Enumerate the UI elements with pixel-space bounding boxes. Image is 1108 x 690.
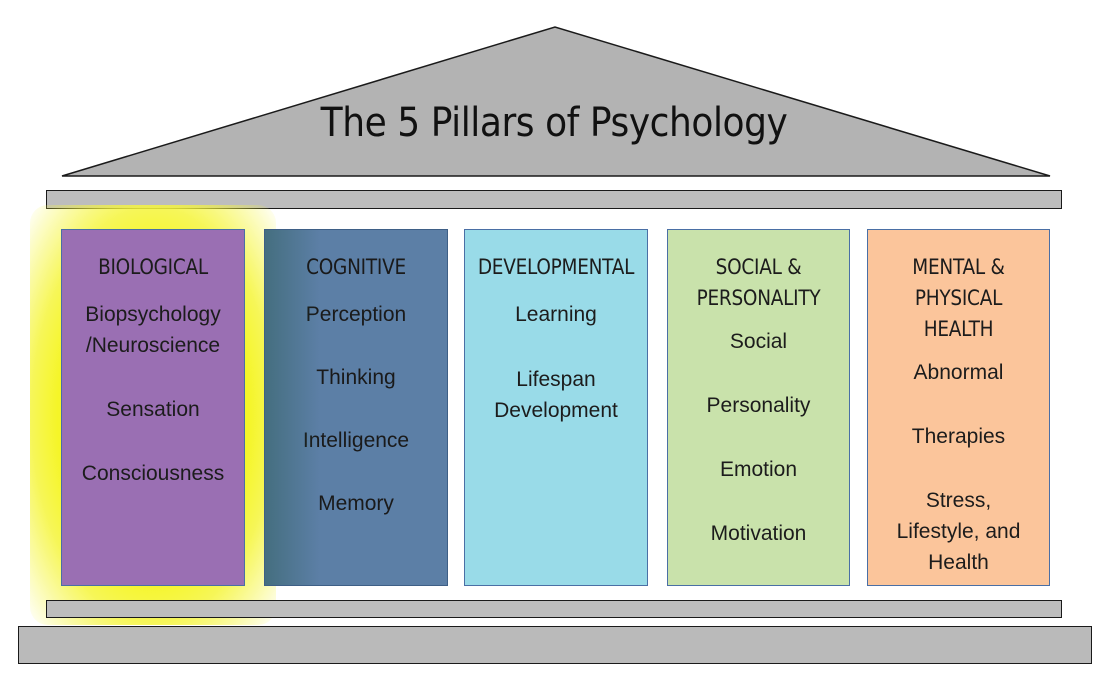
- roof: [61, 26, 1051, 177]
- pillar-item: Abnormal: [913, 361, 1004, 384]
- top-beam: [46, 190, 1062, 209]
- pillar-social-personality: SOCIAL & PERSONALITY Social Personality …: [667, 229, 850, 586]
- pillar-item: Thinking: [316, 366, 396, 389]
- pillar-item: Learning: [515, 303, 597, 326]
- pillar-item: Stress, Lifestyle, and Health: [896, 489, 1021, 574]
- pillar-item: Sensation: [106, 398, 200, 421]
- pillar-item: Therapies: [911, 425, 1006, 448]
- pillar-cognitive: COGNITIVE Perception Thinking Intelligen…: [264, 229, 448, 586]
- pillar-biological: BIOLOGICAL Biopsychology /Neuroscience S…: [61, 229, 245, 586]
- pillar-item: Consciousness: [81, 462, 225, 485]
- pillar-item: Lifespan Development: [494, 368, 618, 422]
- pillar-item: Perception: [305, 303, 407, 326]
- pillar-developmental: DEVELOPMENTAL Learning Lifespan Developm…: [464, 229, 648, 586]
- bottom-beam: [46, 600, 1062, 618]
- pillar-heading: COGNITIVE: [306, 255, 406, 279]
- pillar-item: Emotion: [719, 458, 798, 481]
- diagram-title: The 5 Pillars of Psychology: [320, 100, 788, 146]
- pillar-heading: DEVELOPMENTAL: [477, 255, 635, 279]
- pillar-item: Memory: [318, 492, 394, 515]
- pillar-item: Intelligence: [302, 429, 410, 452]
- pillar-heading: SOCIAL & PERSONALITY: [696, 255, 821, 310]
- pillar-heading: MENTAL & PHYSICAL HEALTH: [912, 255, 1005, 341]
- pillar-heading: BIOLOGICAL: [98, 255, 208, 279]
- pillar-mental-physical-health: MENTAL & PHYSICAL HEALTH Abnormal Therap…: [867, 229, 1050, 586]
- roof-pediment: [61, 26, 1051, 177]
- base-step: [18, 626, 1092, 664]
- pillar-item: Motivation: [710, 522, 807, 545]
- pillar-item: Social: [729, 330, 788, 353]
- pillar-item: Biopsychology /Neuroscience: [85, 303, 221, 357]
- pillar-item: Personality: [706, 394, 811, 417]
